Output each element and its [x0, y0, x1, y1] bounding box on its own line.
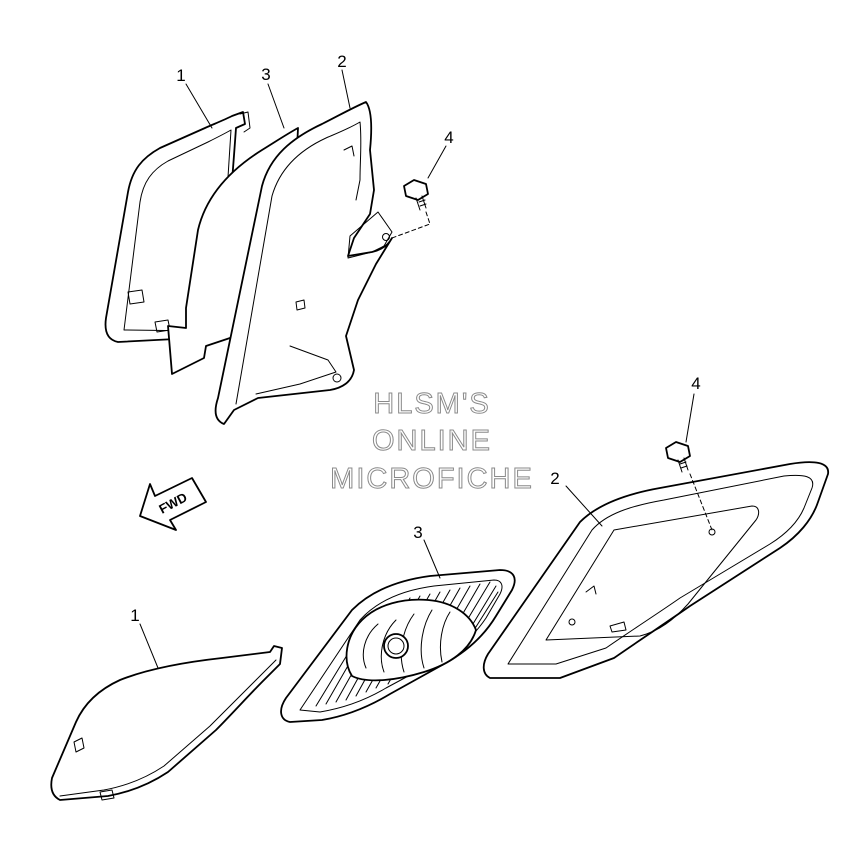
lower-part-4-bolt	[665, 441, 713, 531]
callout-labels: 1 3 2 4 4 2 3 1	[130, 52, 700, 625]
callout-lower-2: 2	[550, 469, 559, 488]
watermark: HLSM'S ONLINE MICROFICHE	[330, 388, 534, 496]
upper-leader-lines	[185, 69, 447, 179]
callout-lower-1: 1	[130, 606, 139, 625]
callout-lower-3: 3	[413, 523, 422, 542]
callout-lower-4: 4	[691, 374, 700, 393]
lower-part-3-duct	[280, 569, 516, 723]
lower-part-1-cover	[50, 645, 283, 801]
watermark-line-3: MICROFICHE	[330, 463, 534, 495]
lower-leader-lines	[139, 393, 695, 669]
lower-part-2-frame	[482, 461, 829, 679]
forward-arrow-icon: FWD	[139, 477, 207, 531]
callout-upper-1: 1	[176, 66, 185, 85]
watermark-line-2: ONLINE	[372, 425, 492, 457]
watermark-line-1: HLSM'S	[373, 388, 490, 420]
upper-part-2-cover	[214, 101, 393, 425]
callout-upper-4: 4	[444, 128, 453, 147]
upper-part-4-bolt	[391, 179, 431, 239]
callout-upper-3: 3	[261, 65, 270, 84]
callout-upper-2: 2	[337, 52, 346, 71]
